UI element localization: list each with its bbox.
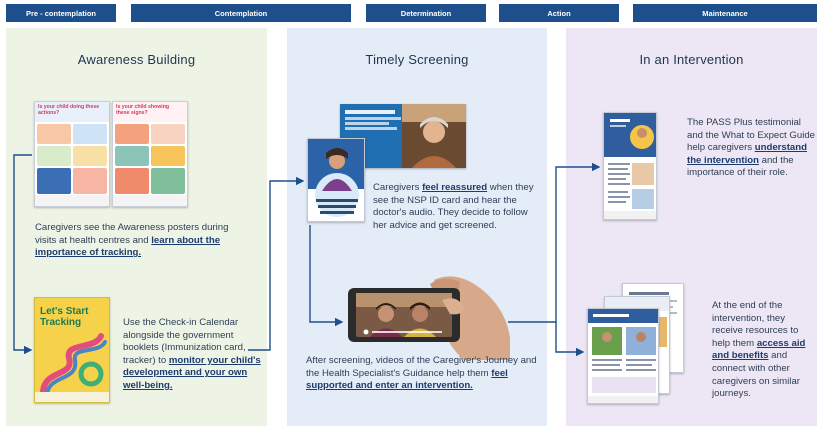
- screening-text-reassured: Caregivers feel reassured when they see …: [373, 182, 543, 232]
- what-to-expect-guide: [603, 112, 657, 220]
- highlight-link: understand the intervention: [687, 142, 807, 166]
- text-part: and connect with other caregivers on sim…: [712, 350, 800, 400]
- check-in-calendar: Let's Start Tracking: [34, 297, 110, 403]
- text-part: The PASS Plus testimonial and the What t…: [687, 117, 815, 154]
- text-part: Caregivers: [373, 182, 423, 193]
- stage-action: Action: [499, 4, 619, 22]
- stage-contemplation: Contemplation: [131, 4, 351, 22]
- poster-footer: [35, 195, 109, 206]
- awareness-title: Awareness Building: [77, 52, 196, 67]
- text-part: At the end of the intervention, they rec…: [712, 300, 799, 349]
- awareness-poster-actions: Is your child doing these actions?: [34, 101, 110, 207]
- stage-determination: Determination: [366, 4, 486, 22]
- calendar-title: Let's Start Tracking: [40, 306, 89, 328]
- screening-title: Timely Screening: [365, 52, 469, 67]
- intervention-title: In an Intervention: [639, 52, 744, 67]
- highlight-link: feel supported and enter an intervention…: [306, 367, 508, 392]
- doctor-portrait: [402, 104, 466, 168]
- text-part: After screening, videos of the Caregiver…: [306, 355, 537, 379]
- awareness-text-calendar: Use the Check-in Calendar alongside the …: [123, 317, 263, 393]
- highlight-link: monitor your child's development and you…: [123, 354, 261, 391]
- text-part: Caregivers see the Awareness posters dur…: [35, 222, 229, 246]
- poster-illustrations: [115, 124, 185, 194]
- highlight-link: feel reassured: [422, 182, 488, 193]
- screening-text-videos: After screening, videos of the Caregiver…: [306, 355, 546, 393]
- nsp-card-illustration: [308, 139, 364, 217]
- document-page-illustration: [588, 309, 658, 403]
- stage-pre-contemplation: Pre - contemplation: [6, 4, 116, 22]
- guide-page-illustration: [604, 113, 656, 219]
- phone-video-player: [346, 274, 516, 360]
- nsp-id-card: [307, 138, 365, 222]
- text-part: when they see the NSP ID card and hear t…: [373, 182, 534, 231]
- poster-illustrations: [37, 124, 107, 194]
- text-part: and the importance of their role.: [687, 154, 794, 179]
- video-caption-graphic: [345, 110, 405, 130]
- phone-in-hand-illustration: [348, 276, 510, 360]
- resource-document-front: [587, 308, 659, 404]
- poster-footer: [113, 195, 187, 206]
- poster-heading: Is your child doing these actions?: [35, 102, 109, 122]
- calendar-track-illustration: [35, 333, 109, 402]
- highlight-link: access aid and benefits: [712, 337, 806, 362]
- text-part: Use the Check-in Calendar alongside the …: [123, 317, 246, 366]
- awareness-poster-signs: Is your child showing these signs?: [112, 101, 188, 207]
- stage-maintenance: Maintenance: [633, 4, 817, 22]
- intervention-text-guide: The PASS Plus testimonial and the What t…: [687, 117, 815, 180]
- poster-heading: Is your child showing these signs?: [113, 102, 187, 122]
- awareness-text-posters: Caregivers see the Awareness posters dur…: [35, 222, 240, 260]
- intervention-text-resources: At the end of the intervention, they rec…: [712, 300, 817, 401]
- doctor-audio-video: [340, 104, 466, 168]
- highlight-link: learn about the importance of tracking.: [35, 234, 221, 259]
